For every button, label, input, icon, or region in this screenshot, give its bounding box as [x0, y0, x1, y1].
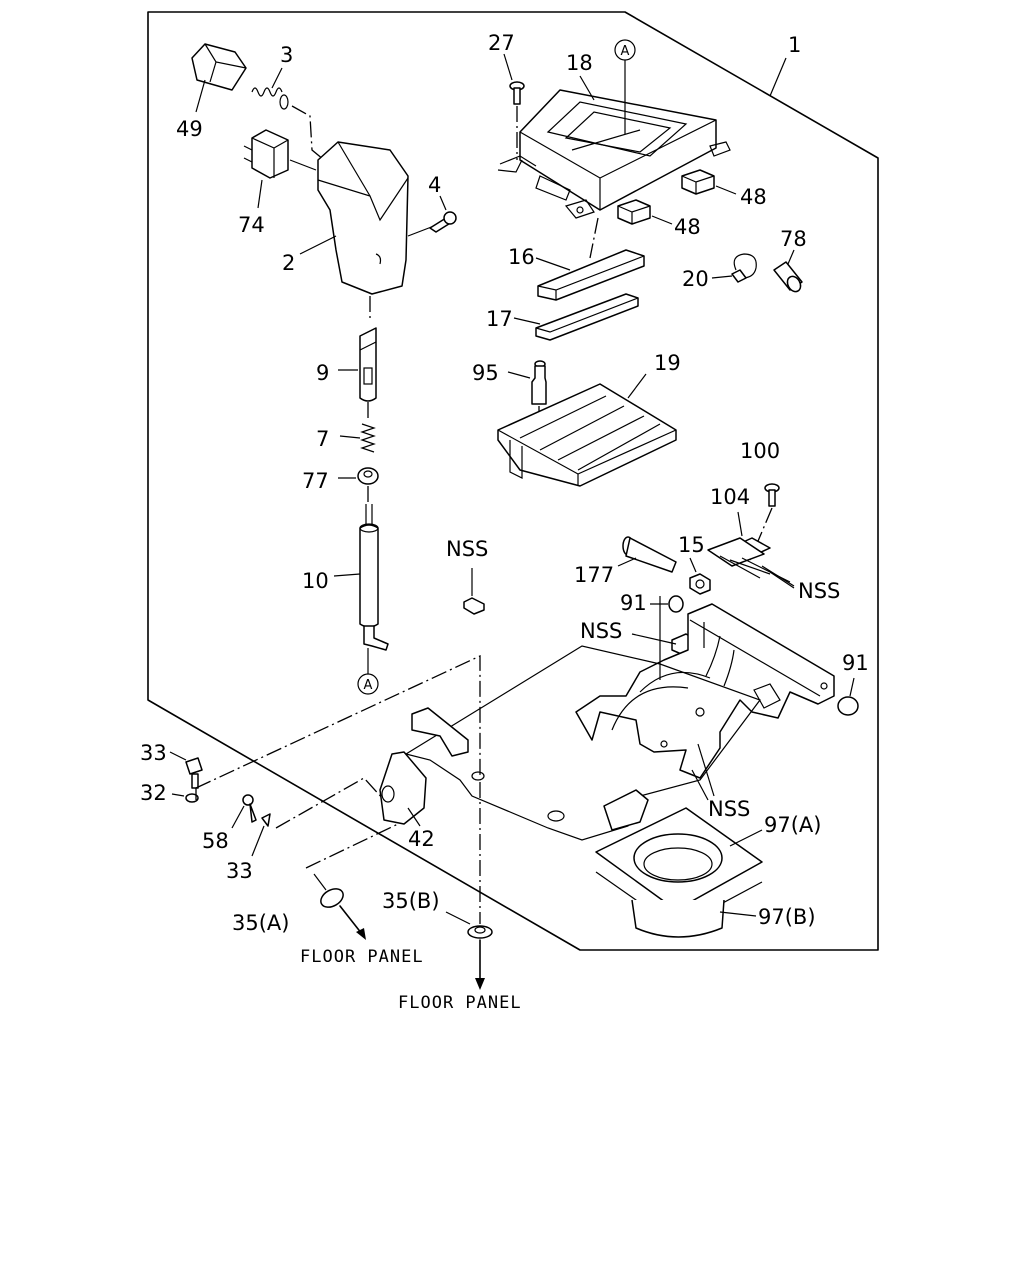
label-19: 19: [654, 351, 681, 375]
grommet-35a: [313, 873, 366, 940]
switch-74: [243, 129, 317, 209]
boot-97: [595, 807, 763, 938]
floor-panel-label-right: FLOOR PANEL: [398, 993, 522, 1013]
label-nss-4: NSS: [708, 797, 750, 821]
clip-20: [711, 253, 757, 283]
lever-shaft-10: [333, 504, 389, 651]
spring-7: [339, 423, 376, 453]
clip-33: [251, 813, 271, 857]
assembly-boundary: [147, 11, 879, 951]
washer-32: [171, 793, 199, 803]
label-48b: 48: [674, 215, 701, 239]
pad-48b: [617, 199, 673, 225]
screw-100: [764, 483, 780, 507]
label-42: 42: [408, 827, 435, 851]
plate-16: [535, 249, 645, 301]
label-nss-1: NSS: [446, 537, 488, 561]
gate-plate-19: [497, 373, 677, 487]
label-58: 58: [202, 829, 229, 853]
label-177: 177: [574, 563, 614, 587]
label-10: 10: [302, 569, 329, 593]
label-27: 27: [488, 31, 515, 55]
label-35b: 35(B): [382, 889, 440, 913]
svg-text:A: A: [621, 44, 630, 59]
label-17: 17: [486, 307, 513, 331]
label-35a: 35(A): [232, 911, 289, 935]
label-48a: 48: [740, 185, 767, 209]
screw-4: [429, 195, 457, 233]
label-1: 1: [788, 33, 801, 57]
label-100: 100: [740, 439, 780, 463]
label-nss-3: NSS: [580, 619, 622, 643]
label-49: 49: [176, 117, 203, 141]
label-4: 4: [428, 173, 441, 197]
label-104: 104: [710, 485, 750, 509]
nut-15: [689, 557, 711, 595]
collar-78: [773, 249, 803, 293]
label-32: 32: [140, 781, 167, 805]
shift-knob-2: [299, 141, 435, 295]
label-9: 9: [316, 361, 329, 385]
console-housing-18: [497, 60, 731, 219]
knob-button-49: [191, 43, 247, 113]
strip-17: [513, 293, 639, 341]
label-16: 16: [508, 245, 535, 269]
screw-58: [231, 794, 257, 829]
callout-a-lower: A: [357, 673, 379, 695]
label-15: 15: [678, 533, 705, 557]
label-2: 2: [282, 251, 295, 275]
label-18: 18: [566, 51, 593, 75]
label-nss-2: NSS: [798, 579, 840, 603]
label-77: 77: [302, 469, 329, 493]
base-plate: [379, 645, 761, 841]
pin-95: [507, 360, 547, 405]
floor-panel-label-left: FLOOR PANEL: [300, 947, 424, 967]
label-7: 7: [316, 427, 329, 451]
label-33b: 33: [226, 859, 253, 883]
screw-27: [503, 53, 525, 105]
bolt-177: [617, 536, 677, 573]
shift-bracket: [575, 596, 835, 779]
bolt-33: [169, 751, 203, 789]
bushing-77: [338, 467, 379, 485]
plate-15: [707, 537, 791, 583]
nss-block-top: [463, 568, 485, 615]
bushing-91b: [837, 677, 859, 716]
label-97a: 97(A): [764, 813, 821, 837]
label-91b: 91: [842, 651, 869, 675]
callout-a-upper: A: [614, 39, 636, 61]
label-91a: 91: [620, 591, 647, 615]
label-95: 95: [472, 361, 499, 385]
svg-text:A: A: [364, 678, 373, 693]
grommet-35b: [445, 782, 493, 990]
bushing-91a: [650, 595, 684, 613]
rod-9: [338, 327, 377, 402]
label-74: 74: [238, 213, 265, 237]
label-20: 20: [682, 267, 709, 291]
label-3: 3: [280, 43, 293, 67]
label-33a: 33: [140, 741, 167, 765]
spring-3: [251, 67, 325, 161]
pad-48a: [681, 169, 737, 195]
label-78: 78: [780, 227, 807, 251]
label-97b: 97(B): [758, 905, 816, 929]
